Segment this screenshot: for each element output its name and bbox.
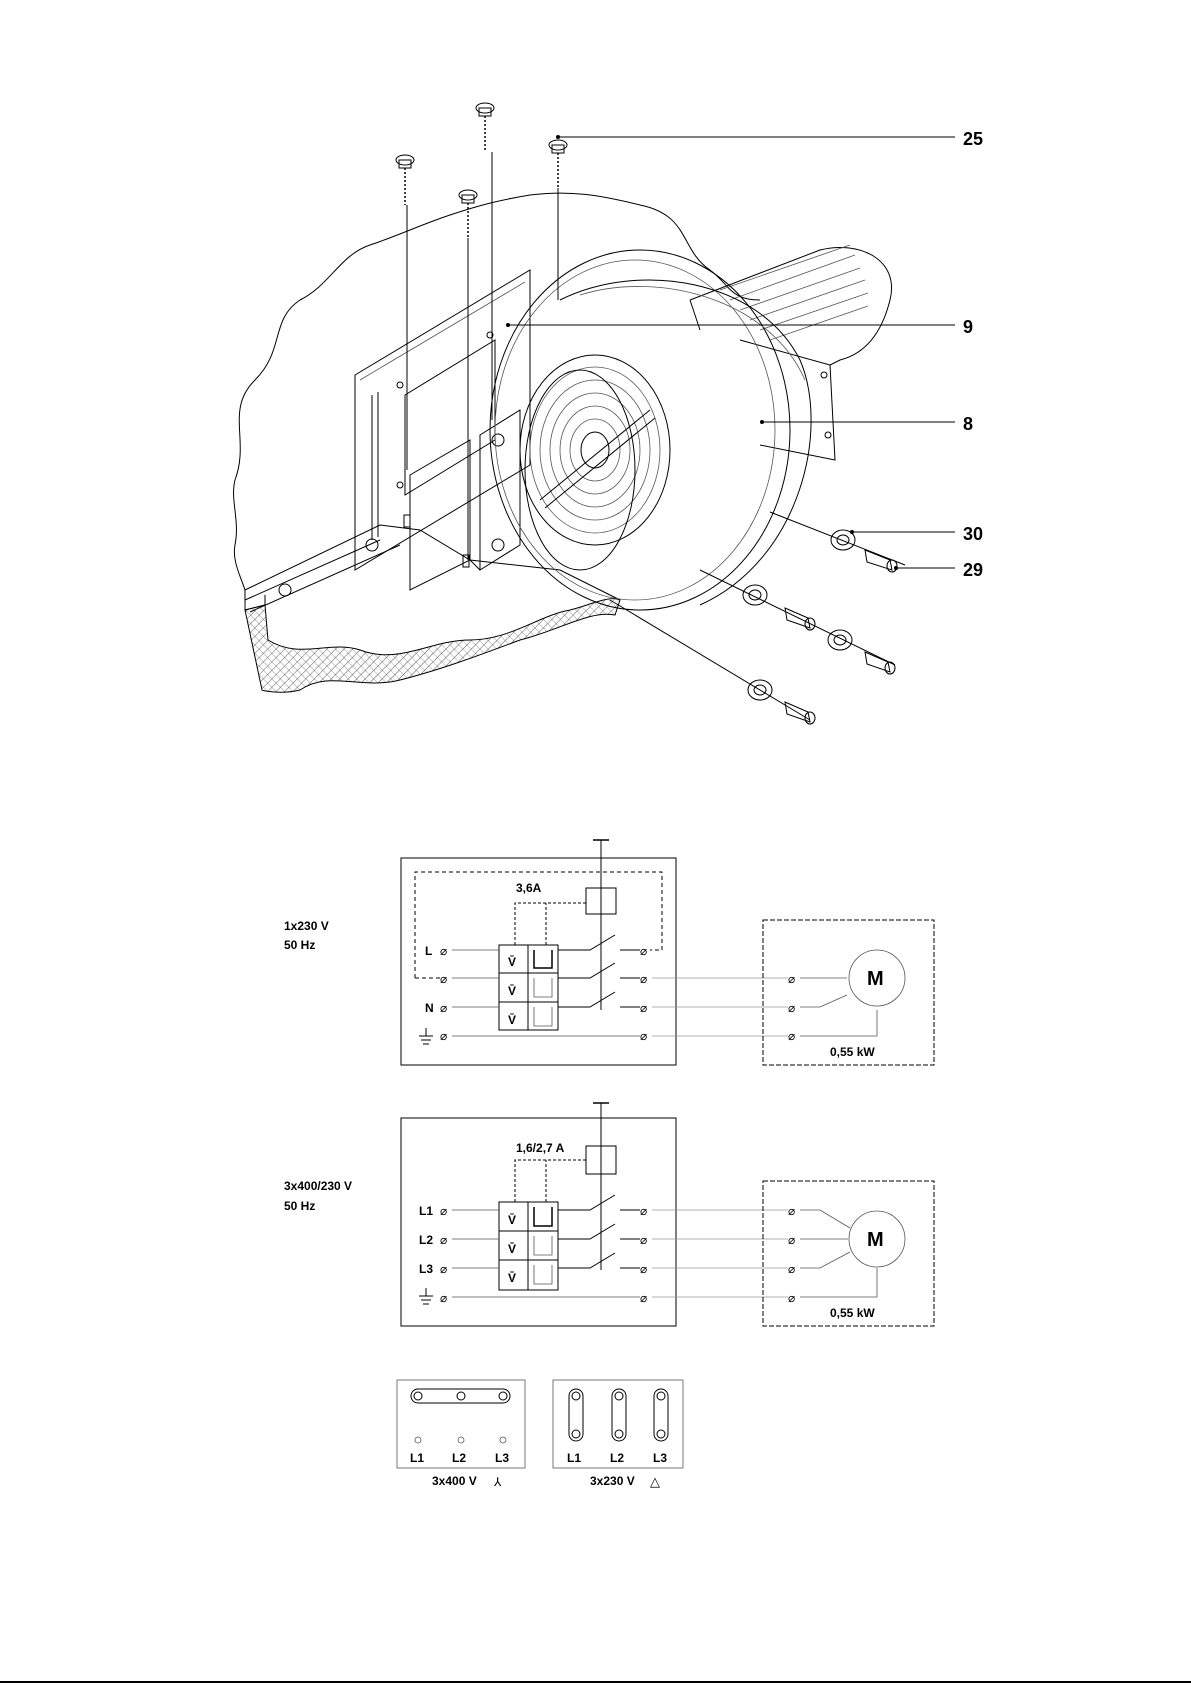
ground-symbol	[419, 1028, 433, 1044]
leader-lines	[506, 135, 955, 570]
supply-voltage-three: 3x400/230 V	[284, 1179, 352, 1193]
svg-text:⌀: ⌀	[440, 1001, 447, 1015]
terminal-N: N	[425, 1001, 434, 1015]
fan-bracket	[410, 440, 470, 590]
wiring-single-phase: 1x230 V 50 Hz 3,6A V̄ V̄ V̄ L N ⌀ ⌀ ⌀ ⌀	[284, 840, 934, 1065]
svg-text:⌀: ⌀	[640, 972, 647, 986]
svg-text:⌀: ⌀	[788, 1204, 795, 1218]
fan-grille	[520, 355, 670, 545]
supply-frequency-single: 50 Hz	[284, 938, 315, 952]
svg-text:⌀: ⌀	[440, 1233, 447, 1247]
callout-9: 9	[963, 317, 973, 337]
motor-symbol-three: M	[867, 1229, 884, 1251]
svg-text:⌀: ⌀	[788, 972, 795, 986]
ground-symbol	[419, 1288, 433, 1304]
svg-text:⌀: ⌀	[440, 1029, 447, 1043]
svg-text:⌀: ⌀	[788, 1001, 795, 1015]
terminal-L3: L3	[419, 1262, 433, 1276]
svg-text:⌀: ⌀	[640, 944, 647, 958]
wall-left-edge	[234, 480, 245, 590]
screw	[476, 103, 494, 420]
svg-text:V̄: V̄	[508, 1271, 516, 1285]
svg-text:⌀: ⌀	[440, 1262, 447, 1276]
breaker-rating-three: 1,6/2,7 A	[516, 1141, 565, 1155]
svg-text:⌀: ⌀	[640, 1001, 647, 1015]
svg-text:⌀: ⌀	[440, 972, 447, 986]
screw-set	[396, 103, 567, 560]
callout-29: 29	[963, 560, 983, 580]
delta-connection-icon: △	[650, 1474, 660, 1489]
svg-text:V̄: V̄	[508, 984, 516, 998]
star-connection-icon: ⅄	[493, 1475, 502, 1489]
svg-text:⌀: ⌀	[440, 1204, 447, 1218]
supply-frequency-three: 50 Hz	[284, 1199, 315, 1213]
board-star-label-L3: L3	[495, 1451, 509, 1465]
svg-text:⌀: ⌀	[788, 1291, 795, 1305]
terminal-L2: L2	[419, 1233, 433, 1247]
terminal-board-delta: L1 L2 L3 3x230 V △	[553, 1380, 683, 1489]
callout-30: 30	[963, 524, 983, 544]
breaker-rating-single: 3,6A	[516, 881, 542, 895]
wiring-three-phase: 3x400/230 V 50 Hz 1,6/2,7 A V̄ V̄ V̄ L1 …	[284, 1103, 934, 1326]
svg-text:⌀: ⌀	[788, 1029, 795, 1043]
svg-text:⌀: ⌀	[788, 1233, 795, 1247]
board-star-caption: 3x400 V	[432, 1474, 477, 1488]
svg-text:V̄: V̄	[508, 1213, 516, 1227]
svg-text:V̄: V̄	[508, 955, 516, 969]
board-delta-label-L2: L2	[610, 1451, 624, 1465]
board-star-label-L2: L2	[452, 1451, 466, 1465]
callout-8: 8	[963, 414, 973, 434]
screw	[459, 190, 477, 560]
board-delta-label-L3: L3	[653, 1451, 667, 1465]
motor-box-single	[763, 920, 934, 1065]
svg-text:V̄: V̄	[508, 1242, 516, 1256]
terminal-board-star: L1 L2 L3 3x400 V ⅄	[397, 1380, 525, 1489]
svg-text:⌀: ⌀	[640, 1262, 647, 1276]
wall-outline	[235, 193, 760, 480]
board-star-label-L1: L1	[410, 1451, 424, 1465]
board-delta-caption: 3x230 V	[590, 1474, 635, 1488]
exploded-view: 25 9 8 30 29	[234, 103, 983, 724]
svg-text:⌀: ⌀	[440, 944, 447, 958]
motor-power-single: 0,55 kW	[830, 1045, 875, 1059]
svg-text:V̄: V̄	[508, 1013, 516, 1027]
svg-text:⌀: ⌀	[640, 1233, 647, 1247]
callout-25: 25	[963, 129, 983, 149]
svg-text:⌀: ⌀	[788, 1262, 795, 1276]
svg-text:⌀: ⌀	[640, 1204, 647, 1218]
motor-power-three: 0,55 kW	[830, 1306, 875, 1320]
washer-bolt-set	[610, 512, 905, 724]
motor-symbol-single: M	[867, 968, 884, 990]
supply-voltage-single: 1x230 V	[284, 919, 329, 933]
terminal-L1: L1	[419, 1204, 433, 1218]
svg-text:⌀: ⌀	[640, 1029, 647, 1043]
terminal-L: L	[425, 944, 432, 958]
svg-text:⌀: ⌀	[640, 1291, 647, 1305]
board-delta-label-L1: L1	[567, 1451, 581, 1465]
plate-opening	[405, 340, 495, 495]
screw	[549, 140, 567, 300]
svg-text:⌀: ⌀	[440, 1291, 447, 1305]
